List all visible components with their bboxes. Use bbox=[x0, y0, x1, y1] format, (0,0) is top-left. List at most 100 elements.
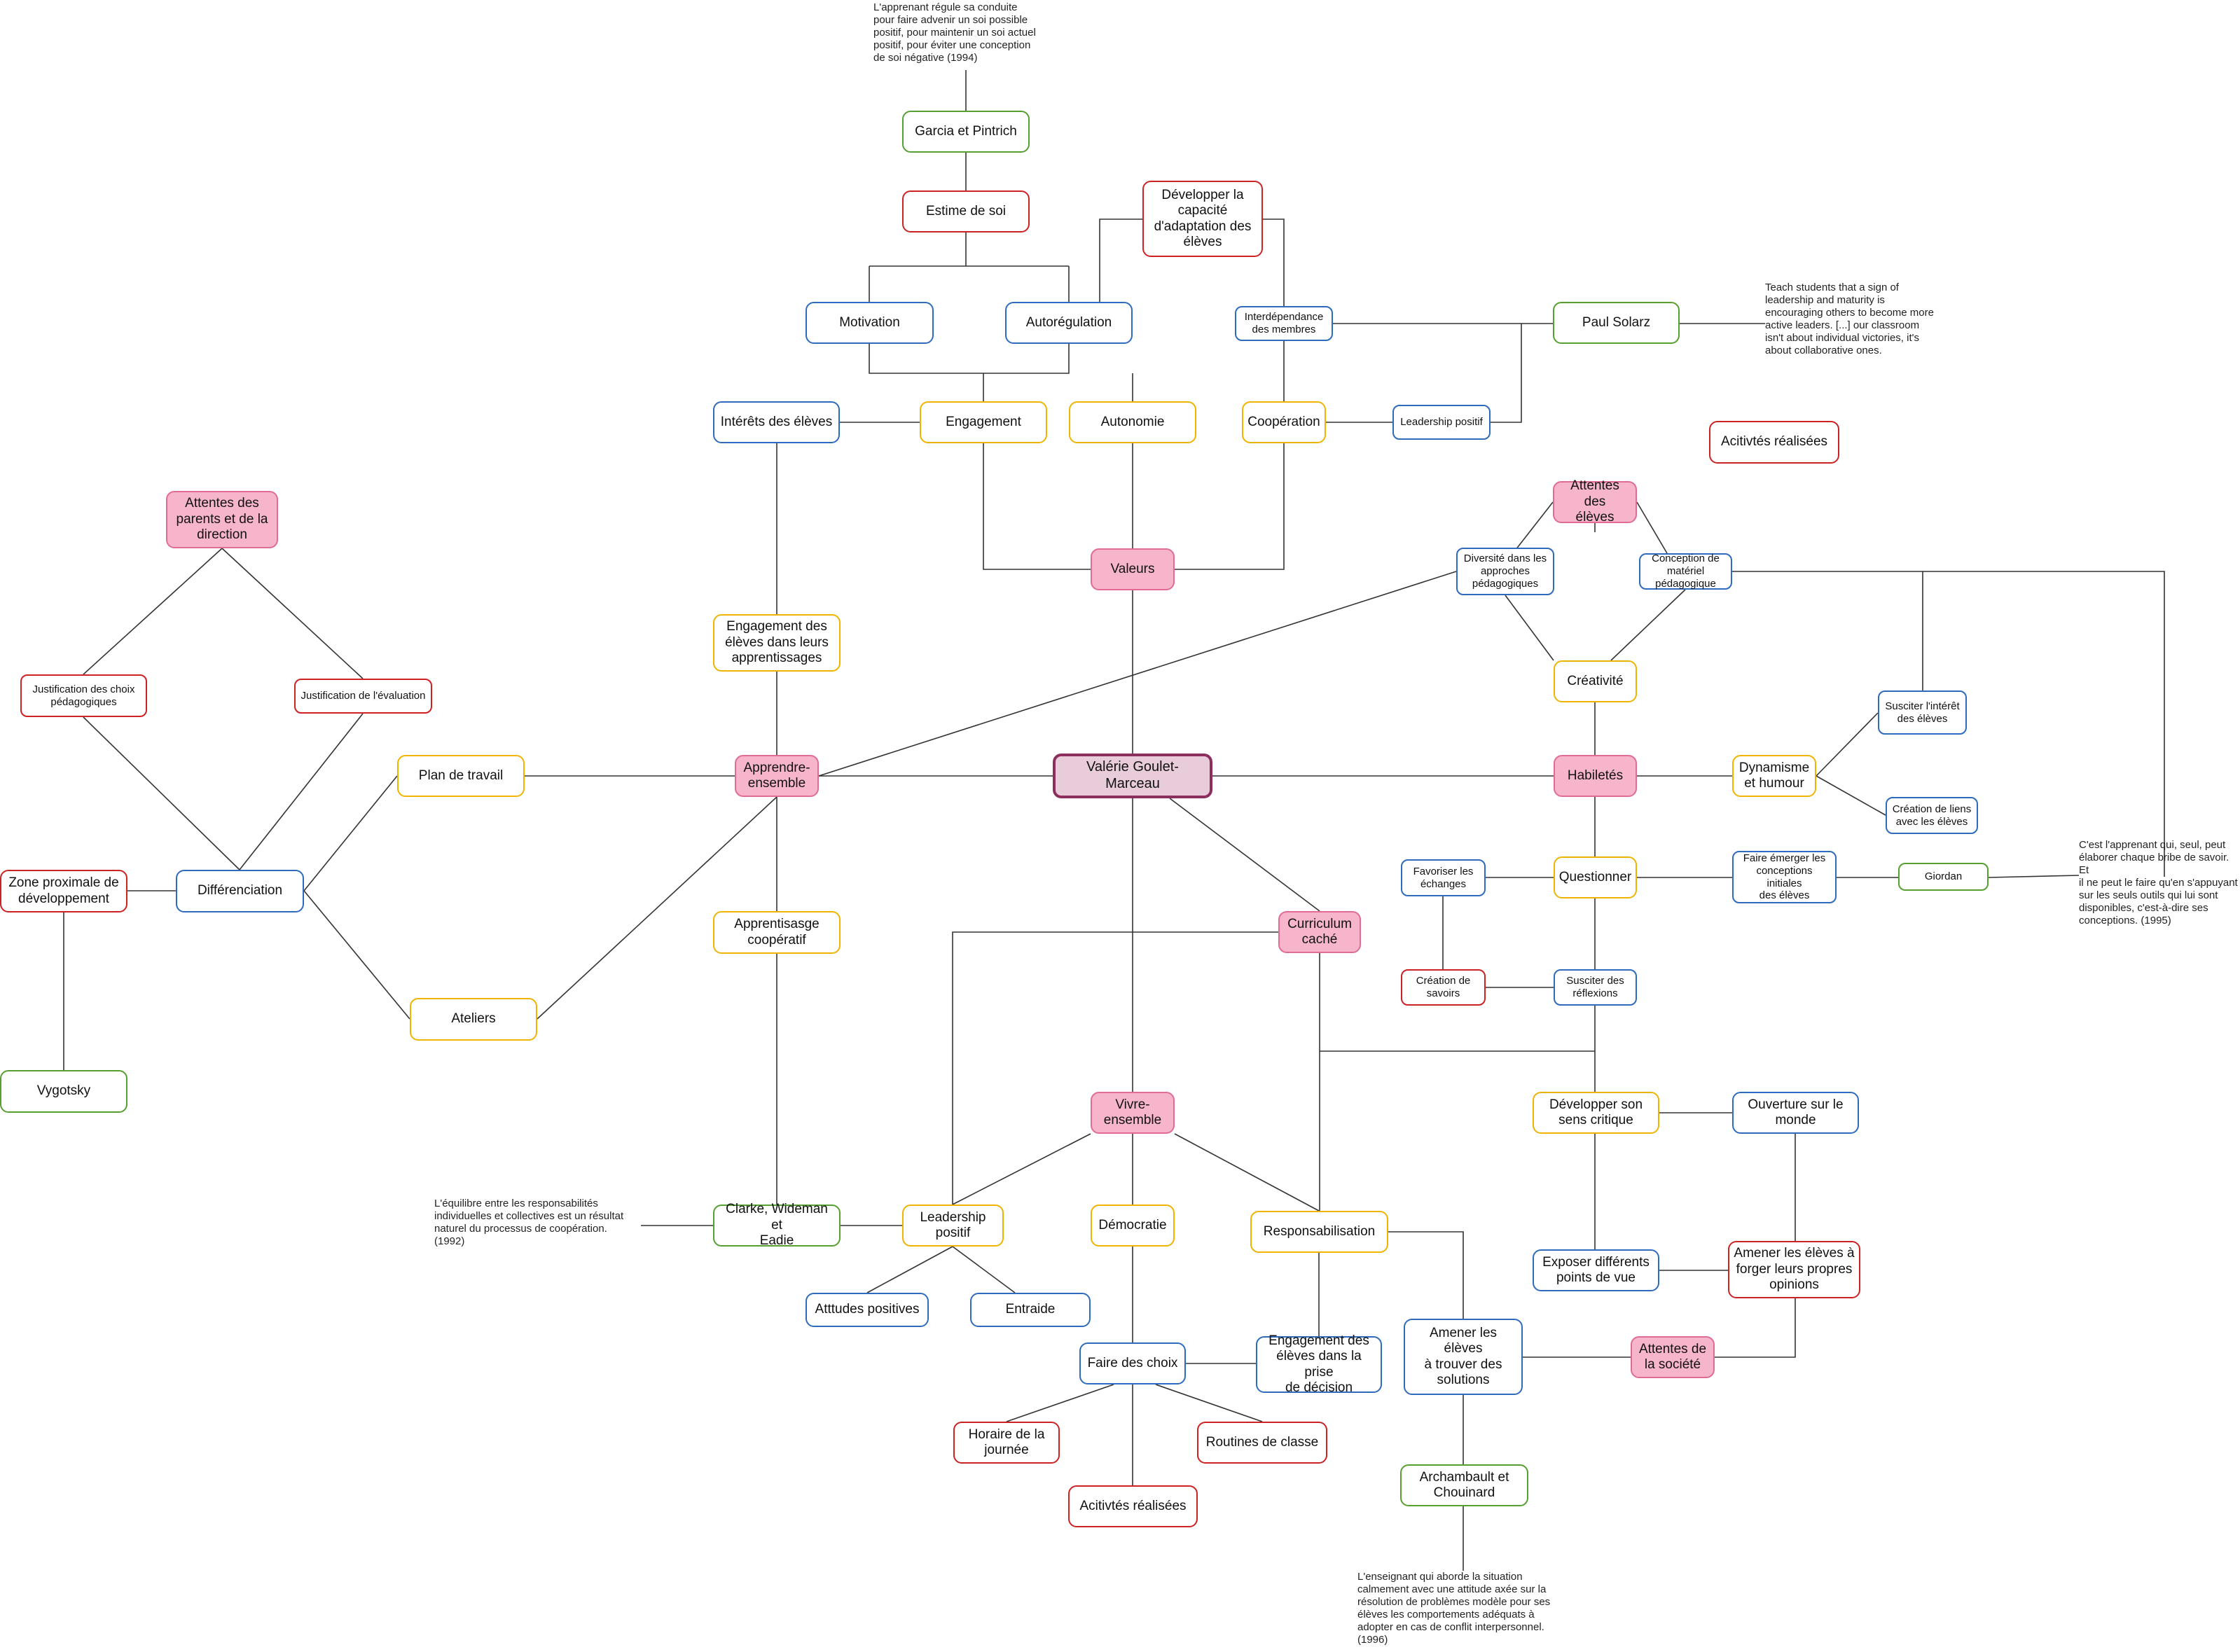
ateliers-node[interactable]: Ateliers bbox=[410, 998, 537, 1041]
valeurs-node[interactable]: Valeurs bbox=[1091, 548, 1175, 590]
engagement-apprentissages-node[interactable]: Engagement des élèves dans leurs apprent… bbox=[713, 614, 841, 672]
developper-adaptation-node[interactable]: Développer la capacité d'adaptation des … bbox=[1142, 181, 1263, 257]
connector-line bbox=[1923, 571, 2165, 877]
exposer-node[interactable]: Exposer différents points de vue bbox=[1533, 1249, 1659, 1291]
curriculum-node[interactable]: Curriculum caché bbox=[1278, 911, 1361, 953]
diversite-node[interactable]: Diversité dans les approches pédagogique… bbox=[1456, 548, 1554, 595]
attentes-eleves-node[interactable]: Attentes des élèves bbox=[1553, 478, 1637, 525]
connector-line bbox=[303, 775, 398, 891]
connector-line bbox=[866, 1246, 953, 1293]
habiletes-node[interactable]: Habiletés bbox=[1554, 755, 1637, 797]
center-node[interactable]: Valérie Goulet-Marceau bbox=[1053, 754, 1212, 798]
connector-line bbox=[1155, 1384, 1263, 1422]
connector-line bbox=[1006, 1384, 1114, 1422]
apprentissage-coop-node[interactable]: Apprentisasge coopératif bbox=[713, 911, 841, 954]
connector-line bbox=[952, 931, 1278, 1205]
apprendre-ensemble-node[interactable]: Apprendre- ensemble bbox=[735, 755, 819, 797]
leadership-positif-node[interactable]: Leadership positif bbox=[902, 1205, 1004, 1247]
connector-line bbox=[1491, 324, 1522, 423]
favoriser-echanges-node[interactable]: Favoriser les échanges bbox=[1401, 859, 1486, 896]
connector-line bbox=[1505, 595, 1554, 661]
clarke-node[interactable]: Clarke, Wideman et Eadie bbox=[713, 1202, 841, 1248]
connector-line bbox=[1169, 798, 1320, 912]
faire-emerger-node[interactable]: Faire émerger les conceptions initiales … bbox=[1732, 851, 1837, 903]
connector-line bbox=[1263, 218, 1285, 306]
routines-node[interactable]: Routines de classe bbox=[1197, 1422, 1327, 1464]
justif-choix-node[interactable]: Justification des choix pédagogiques bbox=[20, 674, 147, 717]
connector-line bbox=[537, 796, 777, 1020]
solarz-quote: Teach students that a sign of leadership… bbox=[1765, 282, 1934, 356]
differenciation-node[interactable]: Différenciation bbox=[176, 870, 304, 912]
attentes-societe-node[interactable]: Attentes de la société bbox=[1631, 1336, 1715, 1378]
connector-line bbox=[1816, 775, 1886, 816]
faire-choix-node[interactable]: Faire des choix bbox=[1079, 1342, 1186, 1384]
ouverture-node[interactable]: Ouverture sur le monde bbox=[1732, 1092, 1859, 1134]
questionner-node[interactable]: Questionner bbox=[1554, 856, 1637, 898]
connector-line bbox=[221, 548, 364, 679]
connector-line bbox=[1610, 589, 1686, 661]
connector-line bbox=[869, 344, 1070, 374]
justif-eval-node[interactable]: Justification de l'évaluation bbox=[294, 679, 432, 714]
connector-line bbox=[1715, 1298, 1796, 1358]
susciter-interet-node[interactable]: Susciter l'intérêt des élèves bbox=[1878, 690, 1967, 735]
giordan-node[interactable]: Giordan bbox=[1898, 863, 1989, 891]
attitudes-node[interactable]: Atttudes positives bbox=[806, 1293, 929, 1327]
activites-realisees-node[interactable]: Acitivtés réalisées bbox=[1068, 1485, 1198, 1527]
connector-line bbox=[952, 1246, 1016, 1293]
connector-line bbox=[1988, 875, 2080, 878]
interets-node[interactable]: Intérêts des élèves bbox=[713, 401, 840, 443]
creativite-node[interactable]: Créativité bbox=[1554, 660, 1637, 702]
garcia-node[interactable]: Garcia et Pintrich bbox=[902, 111, 1030, 153]
connector-line bbox=[83, 716, 240, 870]
horaire-node[interactable]: Horaire de la journée bbox=[953, 1422, 1060, 1464]
autoregulation-node[interactable]: Autorégulation bbox=[1005, 302, 1133, 344]
motivation-node[interactable]: Motivation bbox=[806, 302, 934, 344]
dynamisme-node[interactable]: Dynamisme et humour bbox=[1732, 755, 1816, 797]
attentes-parents-node[interactable]: Attentes des parents et de la direction bbox=[166, 491, 278, 548]
connector-line bbox=[1636, 501, 1668, 554]
entraide-node[interactable]: Entraide bbox=[970, 1293, 1091, 1327]
interdependance-node[interactable]: Interdépendance des membres bbox=[1235, 306, 1333, 341]
responsabilisation-node[interactable]: Responsabilisation bbox=[1250, 1211, 1388, 1253]
connector-line bbox=[303, 890, 410, 1020]
vygotsky-node[interactable]: Vygotsky bbox=[0, 1070, 127, 1113]
sens-critique-node[interactable]: Développer son sens critique bbox=[1533, 1092, 1659, 1134]
connector-line bbox=[983, 443, 1091, 570]
archambault-node[interactable]: Archambault et Chouinard bbox=[1400, 1464, 1528, 1506]
plan-travail-node[interactable]: Plan de travail bbox=[397, 755, 525, 797]
giordan-quote: C'est l'apprenant qui, seul, peut élabor… bbox=[2079, 839, 2238, 926]
connector-line bbox=[1175, 443, 1285, 570]
zpd-node[interactable]: Zone proximale de développement bbox=[0, 870, 127, 912]
connector-line bbox=[1388, 1231, 1464, 1319]
leadership-positif-small-node[interactable]: Leadership positif bbox=[1392, 405, 1491, 440]
connector-line bbox=[83, 548, 223, 675]
connector-line bbox=[1732, 571, 1923, 690]
connector-line bbox=[1174, 1133, 1320, 1212]
susciter-reflexions-node[interactable]: Susciter des réflexions bbox=[1554, 969, 1637, 1006]
connector-line bbox=[1099, 218, 1142, 302]
engagement-node[interactable]: Engagement bbox=[920, 401, 1047, 443]
activites-legend-node[interactable]: Acitivtés réalisées bbox=[1709, 421, 1839, 464]
garcia-quote: L'apprenant régule sa conduite pour fair… bbox=[873, 1, 1036, 64]
autonomie-node[interactable]: Autonomie bbox=[1069, 401, 1196, 443]
connector-line bbox=[818, 571, 1457, 777]
creation-savoirs-node[interactable]: Création de savoirs bbox=[1401, 969, 1486, 1006]
engagement-decision-node[interactable]: Engagement des élèves dans la prise de d… bbox=[1256, 1333, 1382, 1395]
conception-materiel-node[interactable]: Conception de matériel pédagogique bbox=[1639, 553, 1732, 590]
vivre-ensemble-node[interactable]: Vivre- ensemble bbox=[1091, 1092, 1175, 1134]
clarke-quote: L'équilibre entre les responsabilités in… bbox=[434, 1198, 624, 1247]
connector-line bbox=[952, 1133, 1091, 1205]
connector-line bbox=[239, 713, 364, 870]
cooperation-node[interactable]: Coopération bbox=[1242, 401, 1326, 443]
amener-solutions-node[interactable]: Amener les élèves à trouver des solution… bbox=[1404, 1319, 1523, 1395]
democratie-node[interactable]: Démocratie bbox=[1091, 1205, 1175, 1247]
connector-line bbox=[1512, 501, 1554, 554]
paul-solarz-node[interactable]: Paul Solarz bbox=[1553, 302, 1680, 344]
forger-node[interactable]: Amener les élèves à forger leurs propres… bbox=[1728, 1241, 1860, 1298]
archambault-quote: L'enseignant qui aborde la situation cal… bbox=[1357, 1571, 1551, 1646]
estime-node[interactable]: Estime de soi bbox=[902, 190, 1030, 232]
creation-liens-node[interactable]: Création de liens avec les élèves bbox=[1886, 797, 1978, 834]
connector-line bbox=[1816, 712, 1879, 777]
